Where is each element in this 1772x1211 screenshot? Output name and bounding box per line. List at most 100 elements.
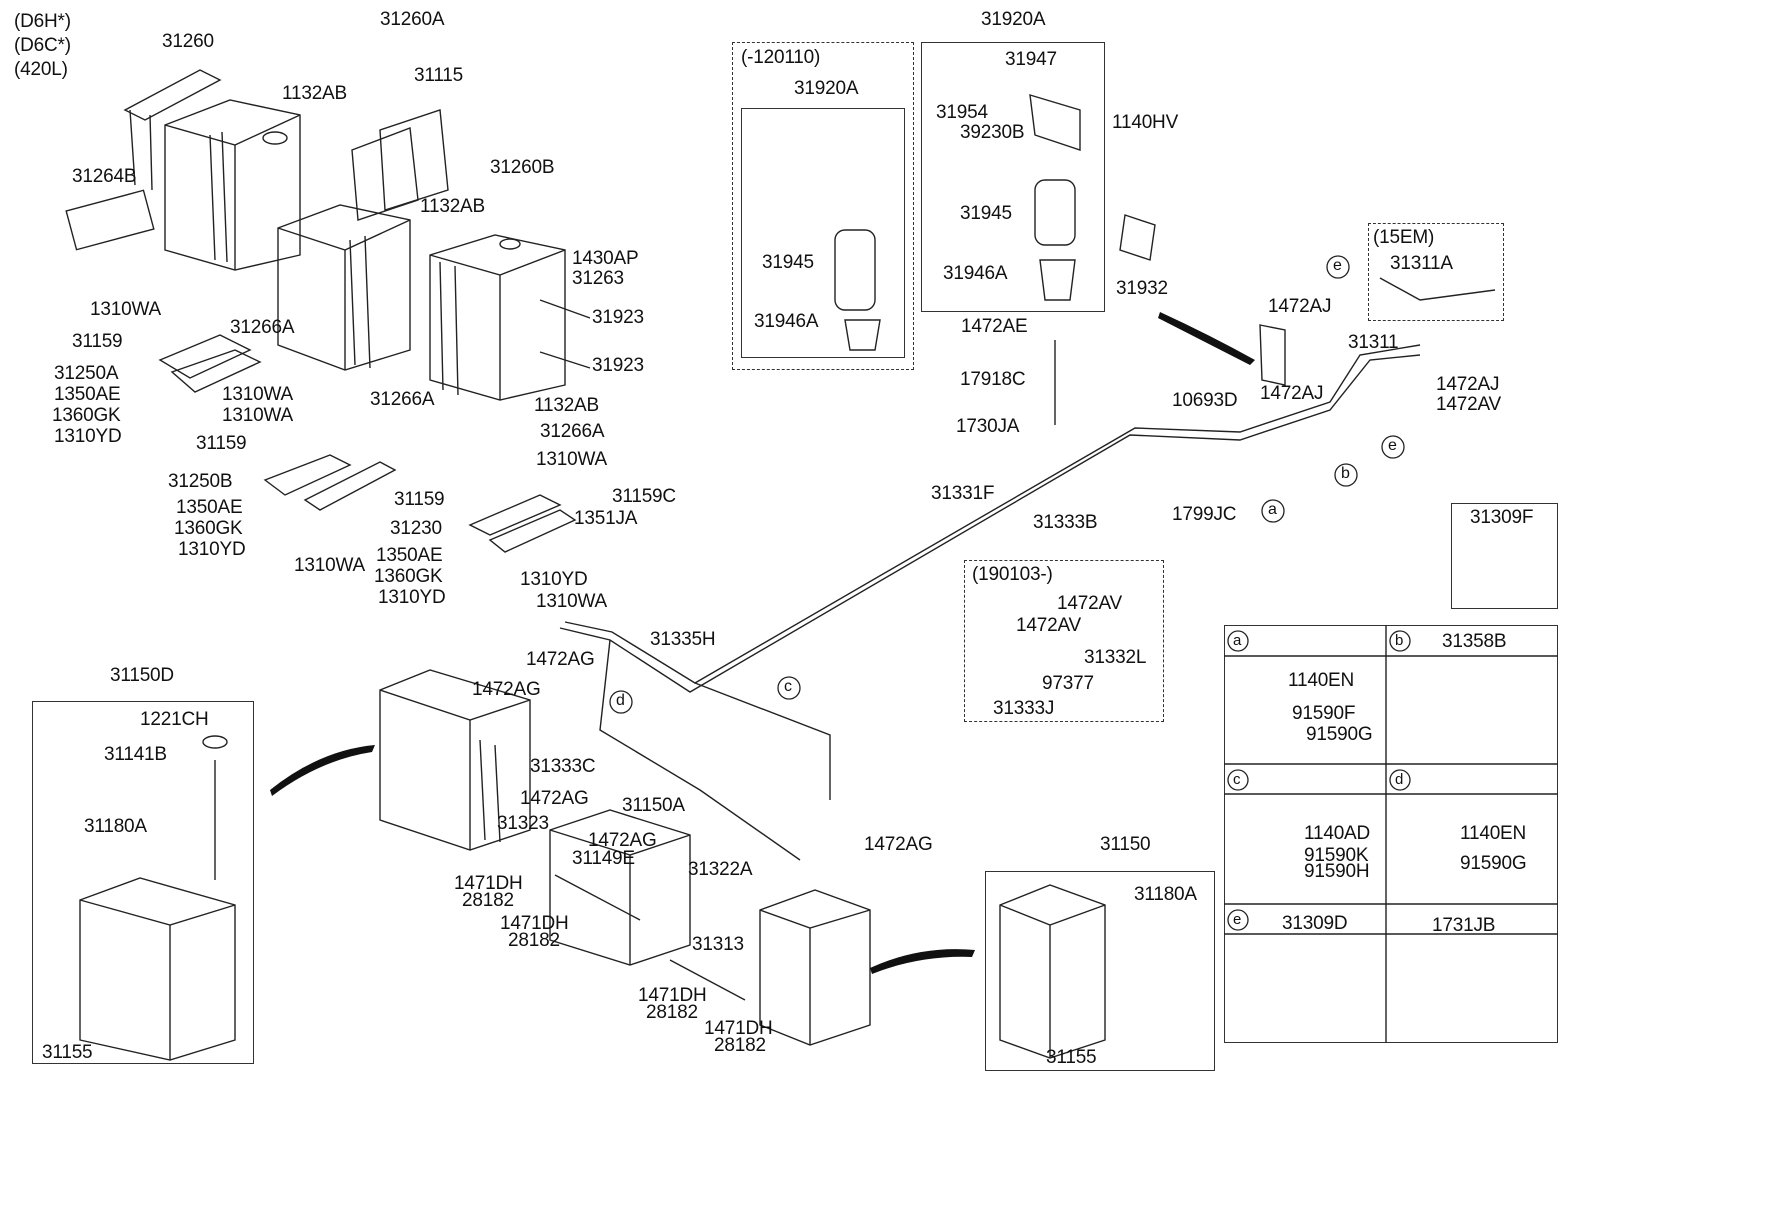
part-label: 1472AG: [588, 830, 657, 851]
part-label: 1350AE: [176, 497, 243, 518]
part-label: 31263: [572, 268, 624, 289]
option-box-190103: [964, 560, 1164, 722]
part-label: 31159: [196, 433, 247, 454]
part-label: 10693D: [1172, 390, 1238, 411]
part-label: 1472AJ: [1268, 296, 1332, 317]
part-label: 31155: [42, 1042, 93, 1063]
part-label: 1360GK: [174, 518, 243, 539]
part-label: 1471DH: [454, 873, 523, 894]
part-label: 1310WA: [536, 591, 607, 612]
legend-letter: e: [1233, 911, 1242, 928]
part-label: 31920A: [794, 78, 859, 99]
variant-label: (D6H*): [14, 11, 71, 32]
part-label: 31260B: [490, 157, 555, 178]
part-label: 1730JA: [956, 416, 1020, 437]
legend-letter: c: [1233, 771, 1241, 788]
part-label: 31266A: [230, 317, 295, 338]
part-label: 1472AJ: [1260, 383, 1324, 404]
part-label: 31141B: [104, 744, 167, 765]
part-label: 31920A: [981, 9, 1046, 30]
part-label: 31946A: [943, 263, 1008, 284]
callout-letter: e: [1388, 437, 1397, 454]
part-label: 1132AB: [420, 196, 486, 217]
part-label: 31946A: [754, 311, 819, 332]
part-label: 1430AP: [572, 248, 639, 269]
legend-letter: a: [1233, 632, 1242, 649]
option-box-120110: [732, 42, 914, 370]
part-label: 1471DH: [638, 985, 707, 1006]
part-label: 31335H: [650, 629, 716, 650]
part-label: 31332L: [1084, 647, 1147, 668]
part-label: 31159: [72, 331, 123, 352]
callout-letter: a: [1268, 501, 1277, 518]
part-label: 31180A: [1134, 884, 1197, 905]
part-label: 28182: [646, 1002, 698, 1023]
part-label: 1310WA: [90, 299, 161, 320]
box-31309f: [1451, 503, 1558, 609]
part-label: 1221CH: [140, 709, 209, 730]
part-label: 39230B: [960, 122, 1025, 143]
callout-letter: b: [1341, 465, 1350, 482]
part-label: 31266A: [370, 389, 435, 410]
part-label: 31313: [692, 934, 744, 955]
part-label: 31264B: [72, 166, 137, 187]
part-label: 1310WA: [222, 384, 293, 405]
callout-letter: e: [1333, 257, 1342, 274]
part-label: 31230: [390, 518, 442, 539]
callout-letter: d: [616, 692, 625, 709]
part-label: 1132AB: [534, 395, 600, 416]
part-label: 1140EN: [1460, 823, 1527, 844]
part-label: 1310YD: [378, 587, 446, 608]
part-label: 31149E: [572, 848, 635, 869]
part-label: 31180A: [84, 816, 147, 837]
part-label: 31260: [162, 31, 214, 52]
part-label: 31260A: [380, 9, 445, 30]
part-label: 97377: [1042, 673, 1094, 694]
legend-letter: d: [1395, 771, 1404, 788]
part-label: 1472AJ: [1436, 374, 1500, 395]
part-label: 91590H: [1304, 861, 1370, 882]
option-label: (-120110): [741, 47, 821, 68]
part-label: 1140HV: [1112, 112, 1179, 133]
part-label: 31945: [762, 252, 814, 273]
option-box-15em: [1368, 223, 1504, 321]
variant-label: (420L): [14, 59, 68, 80]
part-label: 1351JA: [574, 508, 638, 529]
option-label: (190103-): [972, 564, 1053, 585]
part-label: 1310WA: [536, 449, 607, 470]
part-label: 31250B: [168, 471, 233, 492]
part-label: 28182: [508, 930, 560, 951]
part-label: 1472AE: [961, 316, 1028, 337]
part-label: 1350AE: [376, 545, 443, 566]
part-label: 1360GK: [374, 566, 443, 587]
part-label: 31150A: [622, 795, 685, 816]
part-label: 31150: [1100, 834, 1151, 855]
legend-letter: b: [1395, 632, 1404, 649]
part-label: 1731JB: [1432, 915, 1496, 936]
part-label: 31155: [1046, 1047, 1097, 1068]
part-label: 31954: [936, 102, 988, 123]
variant-label: (D6C*): [14, 35, 71, 56]
part-label: 31333B: [1033, 512, 1098, 533]
part-label: 31923: [592, 355, 644, 376]
part-label: 1472AG: [520, 788, 589, 809]
part-label: 31333C: [530, 756, 596, 777]
part-label: 31250A: [54, 363, 119, 384]
box-31920a-right: [921, 42, 1105, 312]
part-label: 31947: [1005, 49, 1057, 70]
part-label: 1140EN: [1288, 670, 1355, 691]
part-label: 91590F: [1292, 703, 1356, 724]
part-label: 91590G: [1306, 724, 1373, 745]
part-label: 1471DH: [704, 1018, 773, 1039]
inner-box-31920a-left: [741, 108, 905, 358]
part-label: 28182: [462, 890, 514, 911]
part-label: 1472AG: [864, 834, 933, 855]
part-label: 1310YD: [54, 426, 122, 447]
part-label: 31945: [960, 203, 1012, 224]
part-label: 1799JC: [1172, 504, 1237, 525]
part-label: 31323: [497, 813, 549, 834]
part-label: 31115: [414, 65, 464, 86]
part-label: 31309F: [1470, 507, 1534, 528]
part-label: 1360GK: [52, 405, 121, 426]
